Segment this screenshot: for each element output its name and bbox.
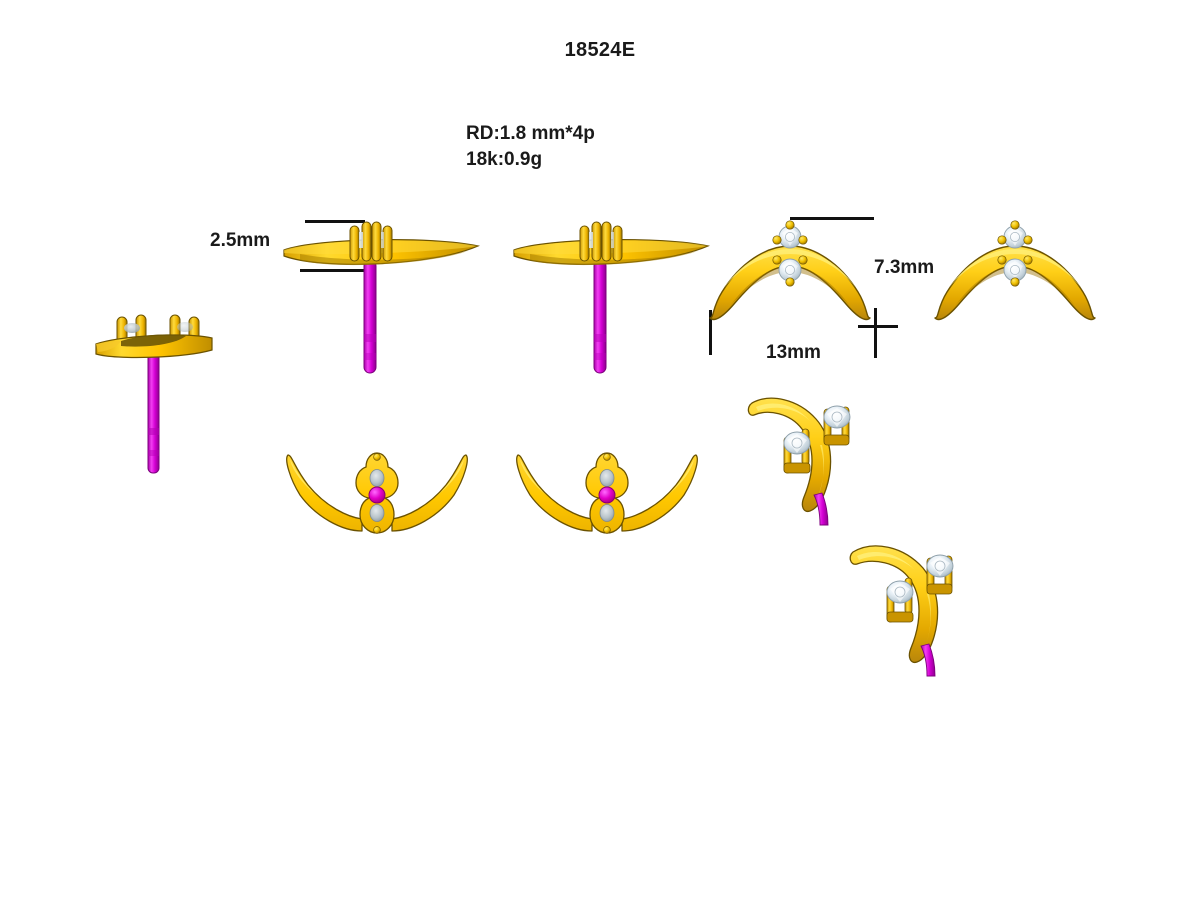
dimension-line-thickness-top	[305, 220, 365, 223]
diamond-upper	[772, 220, 808, 249]
prong-setting-left	[886, 577, 914, 623]
view-back-crescent-right	[512, 445, 702, 560]
spec-metal-line: 18k:0.9g	[466, 149, 543, 170]
prong-setting-right	[926, 554, 954, 595]
dimension-line-thickness-bottom	[300, 269, 366, 272]
prong-setting-right	[823, 405, 851, 446]
view-front-crescent-dimensioned	[700, 220, 880, 332]
diamond-lower	[997, 255, 1033, 287]
dimension-label-width: 13mm	[766, 342, 821, 363]
dimension-line-width-left	[709, 310, 712, 355]
view-perspective-crescent-upper	[740, 385, 890, 530]
dimension-label-height: 7.3mm	[874, 257, 935, 278]
dimension-line-width-right	[874, 308, 877, 358]
diamond-lower	[772, 255, 808, 287]
dimension-line-height-top	[790, 217, 874, 220]
view-side-elevation-dimensioned	[282, 221, 482, 382]
diamond-upper	[997, 220, 1033, 249]
view-front-crescent-plain	[925, 220, 1105, 332]
page-title: 18524E	[564, 39, 636, 61]
view-perspective-crescent-lower	[845, 530, 995, 680]
prong-setting-left	[783, 428, 811, 474]
view-perspective-post-left	[88, 300, 228, 490]
view-back-crescent-left	[282, 445, 472, 560]
dimension-line-height-tick	[858, 325, 898, 328]
view-side-elevation-plain	[512, 221, 712, 382]
dimension-label-thickness: 2.5mm	[210, 230, 271, 251]
spec-stone-line: RD:1.8 mm*4p	[466, 123, 595, 144]
